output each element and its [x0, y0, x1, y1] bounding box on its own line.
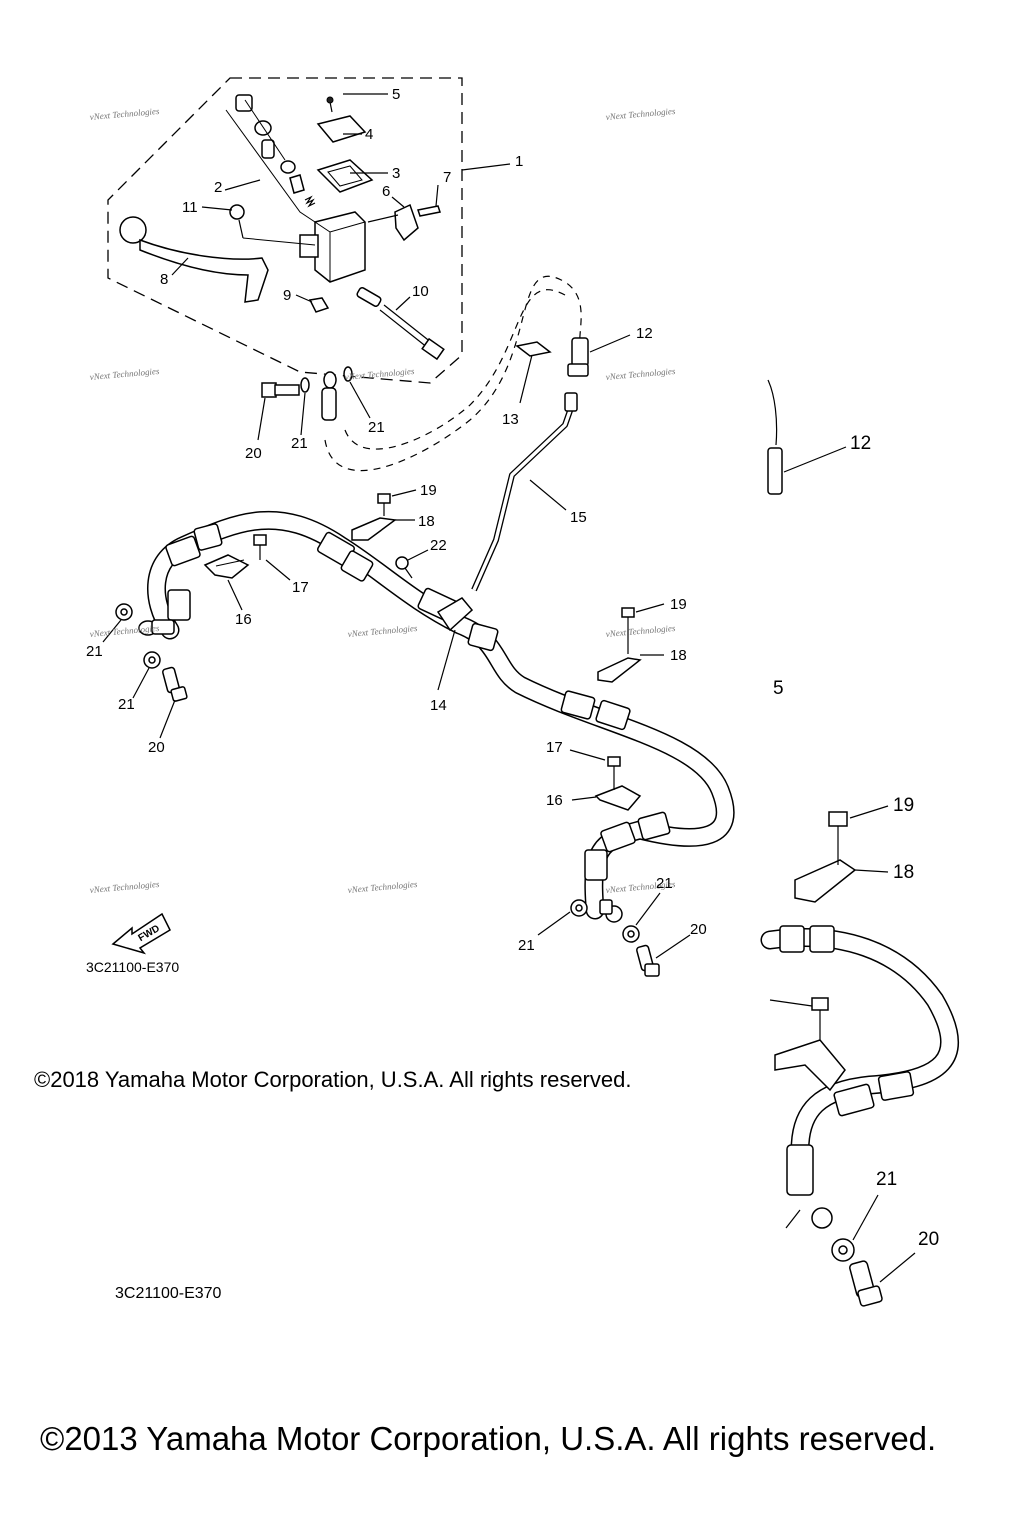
- callout-16-mid: 16: [546, 792, 563, 809]
- callout-9: 9: [283, 287, 291, 304]
- watermark-10: vNext Technologies: [347, 879, 418, 895]
- callout-19-top: 19: [420, 482, 437, 499]
- callout-20-detail: 20: [918, 1229, 939, 1250]
- main-brake-hose: [147, 510, 735, 920]
- callout-1: 1: [515, 153, 523, 170]
- callout-21-top-b: 21: [368, 419, 385, 436]
- callout-3: 3: [392, 165, 400, 182]
- callout-5: 5: [392, 86, 400, 103]
- bolt-17-mid: [607, 756, 621, 790]
- callout-20-right: 20: [690, 921, 707, 938]
- detail-inset: [760, 379, 960, 1307]
- reservoir-cap: [316, 115, 367, 143]
- bolt-20-top: [261, 382, 300, 398]
- callout-labels: 1 2 3 4 5 6 7 8 9 10 11 12 13 14 15 16 1…: [86, 86, 939, 1250]
- brake-switch: [356, 287, 445, 361]
- washer-21b: [343, 366, 353, 382]
- callout-21-right-a: 21: [656, 875, 673, 892]
- union-bolt-12: [567, 337, 589, 377]
- callout-18-detail: 18: [893, 862, 914, 883]
- callout-8: 8: [160, 271, 168, 288]
- watermark-1: vNext Technologies: [89, 106, 160, 122]
- watermark-7: vNext Technologies: [347, 623, 418, 639]
- watermark-2: vNext Technologies: [605, 106, 676, 122]
- bolt-20-left: [162, 666, 188, 702]
- callout-21-top-a: 21: [291, 435, 308, 452]
- callout-7: 7: [443, 169, 451, 186]
- guide-16-left: [203, 554, 250, 579]
- right-banjo: [599, 899, 623, 923]
- callout-20-left: 20: [148, 739, 165, 756]
- left-banjo: [138, 619, 175, 636]
- guide-16-mid: [594, 785, 642, 811]
- callout-11: 11: [182, 199, 198, 216]
- part-code-large: 3C21100-E370: [115, 1285, 222, 1302]
- clip-13: [515, 341, 552, 357]
- copyright-2013: ©2013 Yamaha Motor Corporation, U.S.A. A…: [40, 1420, 936, 1457]
- callout-19-mid: 19: [670, 596, 687, 613]
- upper-banjo: [321, 371, 337, 421]
- master-cylinder-body: [299, 211, 366, 283]
- guide-18-mid: [597, 657, 642, 683]
- bolt-19-top: [377, 493, 391, 516]
- lever-nut: [308, 297, 330, 313]
- copyright-2018: ©2018 Yamaha Motor Corporation, U.S.A. A…: [34, 1067, 631, 1092]
- washer-21a: [300, 377, 310, 393]
- callout-6: 6: [382, 183, 390, 200]
- callout-21-left-b: 21: [118, 696, 135, 713]
- callout-18-top: 18: [418, 513, 435, 530]
- upper-hose: [324, 275, 582, 471]
- guide-18-top: [351, 517, 397, 541]
- callout-2: 2: [214, 179, 222, 196]
- clamp-bolt: [417, 205, 441, 217]
- callout-10: 10: [412, 283, 429, 300]
- callout-18-mid: 18: [670, 647, 687, 664]
- bolt-17-left: [253, 534, 267, 560]
- callout-12: 12: [636, 325, 653, 342]
- part-code: 3C21100-E370: [86, 959, 179, 975]
- callout-17-mid: 17: [546, 739, 563, 756]
- bolt-22: [395, 556, 413, 579]
- fwd-arrow: FWD: [111, 912, 171, 955]
- callout-21-left-a: 21: [86, 643, 103, 660]
- watermark-6: vNext Technologies: [89, 623, 160, 639]
- callout-14: 14: [430, 697, 447, 714]
- callout-20-top: 20: [245, 445, 262, 462]
- bolt-20-right: [636, 944, 660, 977]
- brake-lever: [119, 216, 269, 303]
- watermark-5: vNext Technologies: [605, 366, 676, 382]
- callout-16-left: 16: [235, 611, 252, 628]
- callout-12-detail: 12: [850, 433, 871, 454]
- callout-17-left: 17: [292, 579, 309, 596]
- hose-joint-14: [436, 597, 474, 632]
- pivot-bolt: [229, 204, 245, 220]
- assembly-outline: [107, 77, 463, 384]
- clamp-holder: [394, 203, 419, 242]
- watermark-4: vNext Technologies: [344, 366, 415, 382]
- diaphragm: [316, 159, 374, 193]
- callout-21-detail: 21: [876, 1169, 897, 1190]
- watermark-3: vNext Technologies: [89, 366, 160, 382]
- piston-kit: [225, 94, 316, 223]
- watermark-9: vNext Technologies: [89, 879, 160, 895]
- callout-19-detail: 19: [893, 795, 914, 816]
- callout-22: 22: [430, 537, 447, 554]
- callout-15: 15: [570, 509, 587, 526]
- callout-5-detail: 5: [773, 678, 784, 699]
- callout-4: 4: [365, 126, 373, 143]
- master-cylinder-group: [107, 77, 511, 384]
- watermark-8: vNext Technologies: [605, 623, 676, 639]
- callout-13: 13: [502, 411, 519, 428]
- callout-21-right-b: 21: [518, 937, 535, 954]
- bolt-19-mid: [621, 607, 635, 654]
